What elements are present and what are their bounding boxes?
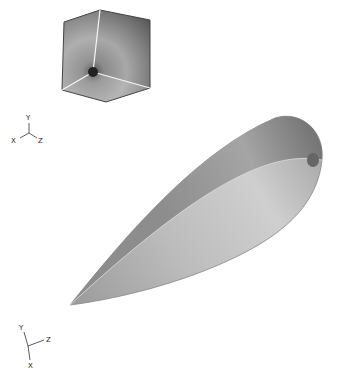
cube <box>62 10 150 102</box>
axis-label: X <box>28 362 33 370</box>
axis-label: Z <box>46 336 51 344</box>
axis-label: Y <box>19 324 23 332</box>
deformed-shape <box>70 116 322 305</box>
axis-triad <box>20 123 44 360</box>
axis-label: Z <box>38 137 43 145</box>
axis-label: Y <box>26 114 30 122</box>
axis-label: X <box>11 137 16 145</box>
